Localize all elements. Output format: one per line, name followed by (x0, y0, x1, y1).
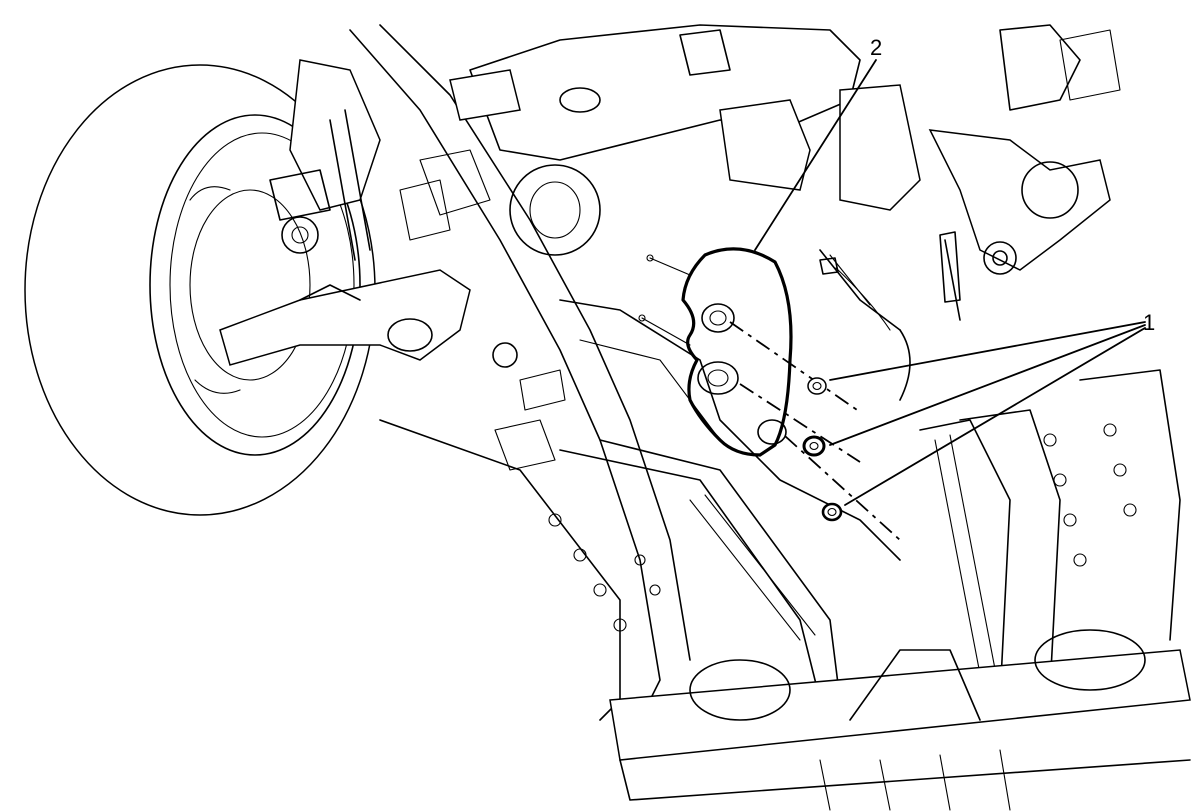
strut-assembly (269, 59, 381, 261)
nut-1 (807, 377, 827, 395)
leader-lines (754, 59, 1146, 506)
callout-label-fasteners: 1 (1143, 310, 1156, 335)
fastener-nuts (802, 377, 843, 522)
nut-3 (821, 502, 843, 522)
left-frame-rail (349, 24, 691, 721)
mounting-studs (638, 254, 691, 346)
upper-structure (449, 24, 921, 256)
lower-control-arm (219, 269, 518, 368)
rear-crossmember (928, 24, 1121, 321)
rail-holes (548, 423, 1137, 632)
callout-label-heat-shield: 2 (870, 35, 883, 60)
floor-tunnel (559, 249, 911, 561)
nut-2 (802, 435, 826, 457)
misc-brackets (494, 231, 961, 471)
heat-shield (681, 247, 793, 457)
alignment-lines (729, 321, 901, 541)
lower-crossmember (609, 629, 1191, 811)
